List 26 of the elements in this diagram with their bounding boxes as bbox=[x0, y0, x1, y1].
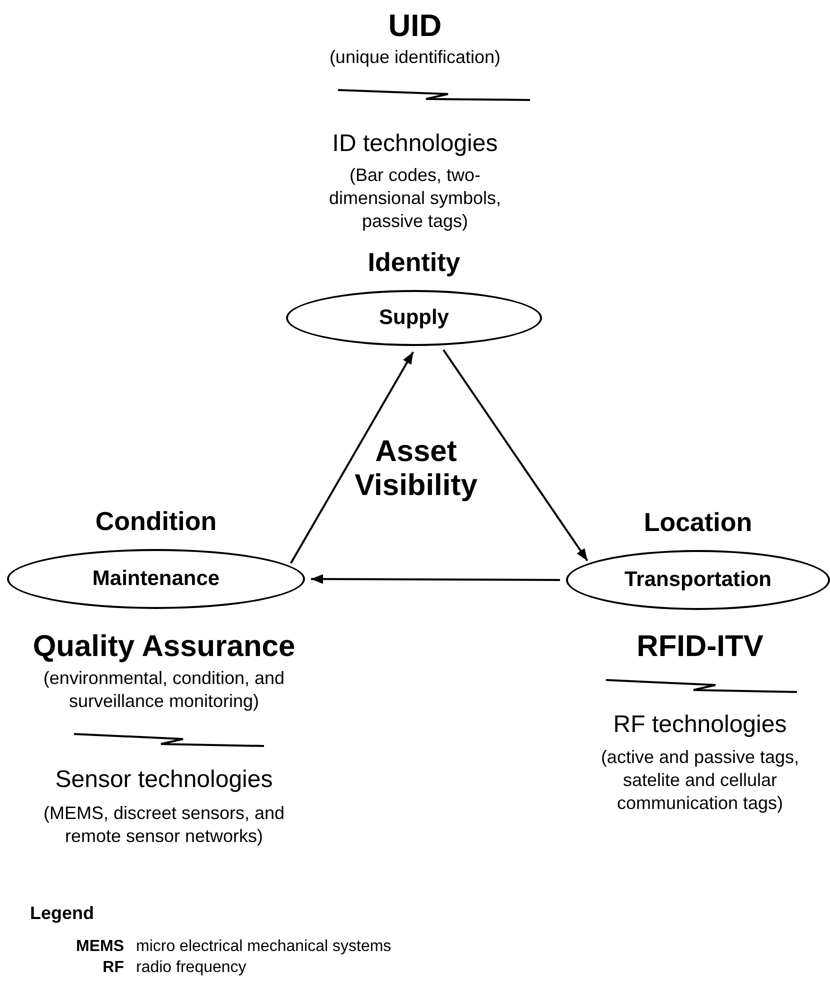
node-heading: Identity bbox=[368, 246, 460, 278]
legend-heading: Legend bbox=[30, 902, 96, 924]
arrow bbox=[311, 574, 560, 584]
section-heading: Quality Assurance bbox=[32, 630, 296, 664]
arrow bbox=[442, 349, 588, 562]
abbreviation-definition: micro electrical mechanical systems bbox=[136, 937, 392, 957]
abbreviation: RF bbox=[102, 958, 124, 978]
node-label: Transportation bbox=[624, 567, 772, 593]
technology-heading: RF technologies bbox=[612, 711, 788, 739]
technology-examples: (Bar codes, two-dimensional symbols, passive tags) bbox=[328, 164, 502, 233]
node-heading: Condition bbox=[95, 505, 217, 537]
subtitle-text: (unique identification) bbox=[328, 46, 502, 68]
title-text: UID bbox=[387, 8, 443, 44]
technology-heading: ID technologies bbox=[331, 130, 499, 158]
node-heading: Location bbox=[644, 506, 752, 538]
section-description: (environmental, condition, and surveillance monitoring) bbox=[42, 667, 286, 713]
section-heading: RFID-ITV bbox=[636, 630, 764, 664]
abbreviation-definition: radio frequency bbox=[136, 958, 248, 978]
abbreviation: MEMS bbox=[75, 937, 124, 957]
center-label: Asset Visibility bbox=[354, 435, 478, 503]
technology-examples: (MEMS, discreet sensors, and remote sensor networks) bbox=[42, 802, 286, 848]
node-label: Supply bbox=[378, 305, 449, 331]
node-label: Maintenance bbox=[92, 566, 220, 592]
technology-heading: Sensor technologies bbox=[54, 766, 274, 794]
arrow bbox=[290, 352, 414, 564]
technology-examples: (active and passive tags, satelite and cellular communication tags) bbox=[600, 746, 800, 815]
